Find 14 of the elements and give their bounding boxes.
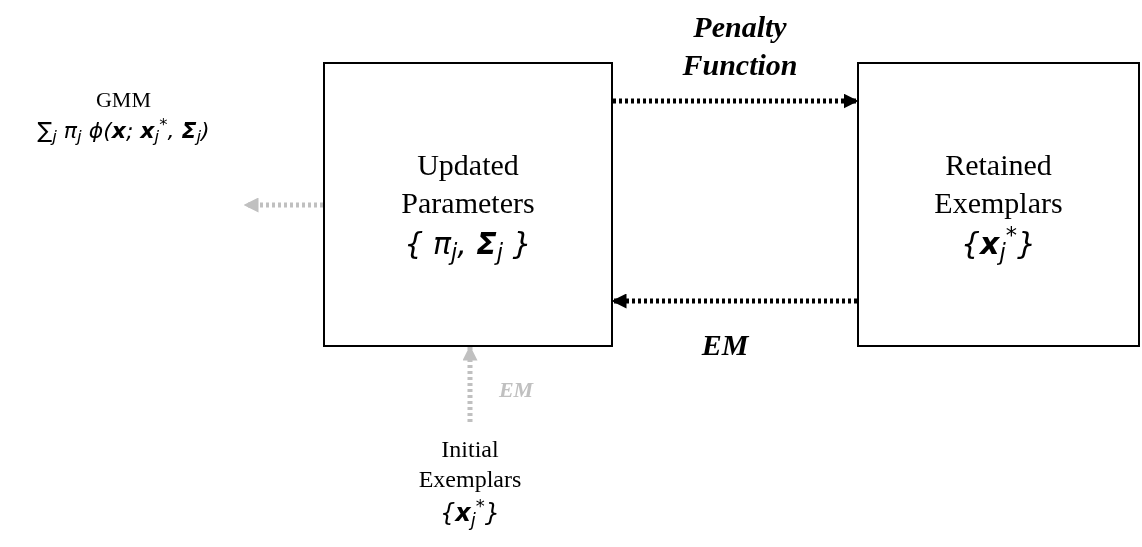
edge-label: Penalty Function: [681, 9, 799, 83]
edge-label: EM: [700, 327, 751, 363]
edge-label: EM: [497, 376, 535, 404]
formula: {x$_{j}$$^{*}$}: [439, 498, 501, 528]
formula: {x$_{j}$$^{*}$}: [960, 225, 1037, 263]
process-box: [323, 62, 613, 347]
formula: { π$_{j}$, Σ$_{j}$ }: [404, 225, 532, 263]
process-box: [857, 62, 1140, 347]
node-label: GMM: [96, 85, 151, 113]
dotted-arrow: [462, 345, 478, 422]
dotted-arrow: [613, 93, 859, 109]
node-label: Updated Parameters: [400, 147, 536, 221]
dotted-arrow: [243, 197, 323, 213]
formula: ∑$_{j}$ π$_{j}$ ϕ(x; x$_{j}$$^{*}$, Σ$_{j}$): [37, 117, 210, 145]
